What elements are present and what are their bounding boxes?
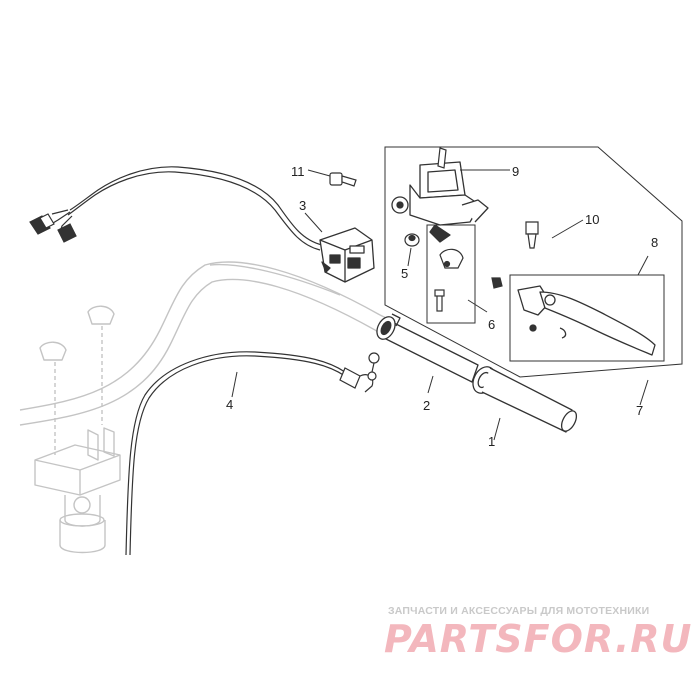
brake-lever xyxy=(517,285,656,356)
callout-6: 6 xyxy=(488,317,495,332)
callout-3: 3 xyxy=(299,198,306,213)
callout-10: 10 xyxy=(585,212,599,227)
bracket-bolt xyxy=(329,147,447,187)
callout-7: 7 xyxy=(636,403,643,418)
ghost-handlebar-assembly xyxy=(19,261,396,554)
callout-leader-lines xyxy=(231,169,649,441)
callout-5: 5 xyxy=(401,266,408,281)
callout-8: 8 xyxy=(651,235,658,250)
harness-connectors xyxy=(29,213,77,243)
pivot-bolt xyxy=(491,221,539,289)
handlebar-switch xyxy=(319,227,375,283)
switch-wiring-harness xyxy=(47,166,323,251)
throttle-tube xyxy=(376,313,479,383)
lever-bracket xyxy=(391,161,489,243)
nut-part xyxy=(404,233,420,247)
assembly-frame xyxy=(384,146,683,378)
callout-11: 11 xyxy=(291,164,305,179)
callout-1: 1 xyxy=(488,434,495,449)
callout-4: 4 xyxy=(226,397,233,412)
lever-clamp xyxy=(434,248,464,312)
callout-2: 2 xyxy=(423,398,430,413)
handlebar-grip xyxy=(472,366,578,433)
callout-9: 9 xyxy=(512,164,519,179)
partsfor-watermark: ЗАПЧАСТИ И АКСЕССУАРЫ ДЛЯ МОТОТЕХНИКИ PA… xyxy=(384,603,691,673)
watermark-logo: PARTSFOR.RU xyxy=(384,617,693,661)
watermark-tagline: ЗАПЧАСТИ И АКСЕССУАРЫ ДЛЯ МОТОТЕХНИКИ xyxy=(388,605,650,617)
throttle-cable xyxy=(125,351,380,556)
